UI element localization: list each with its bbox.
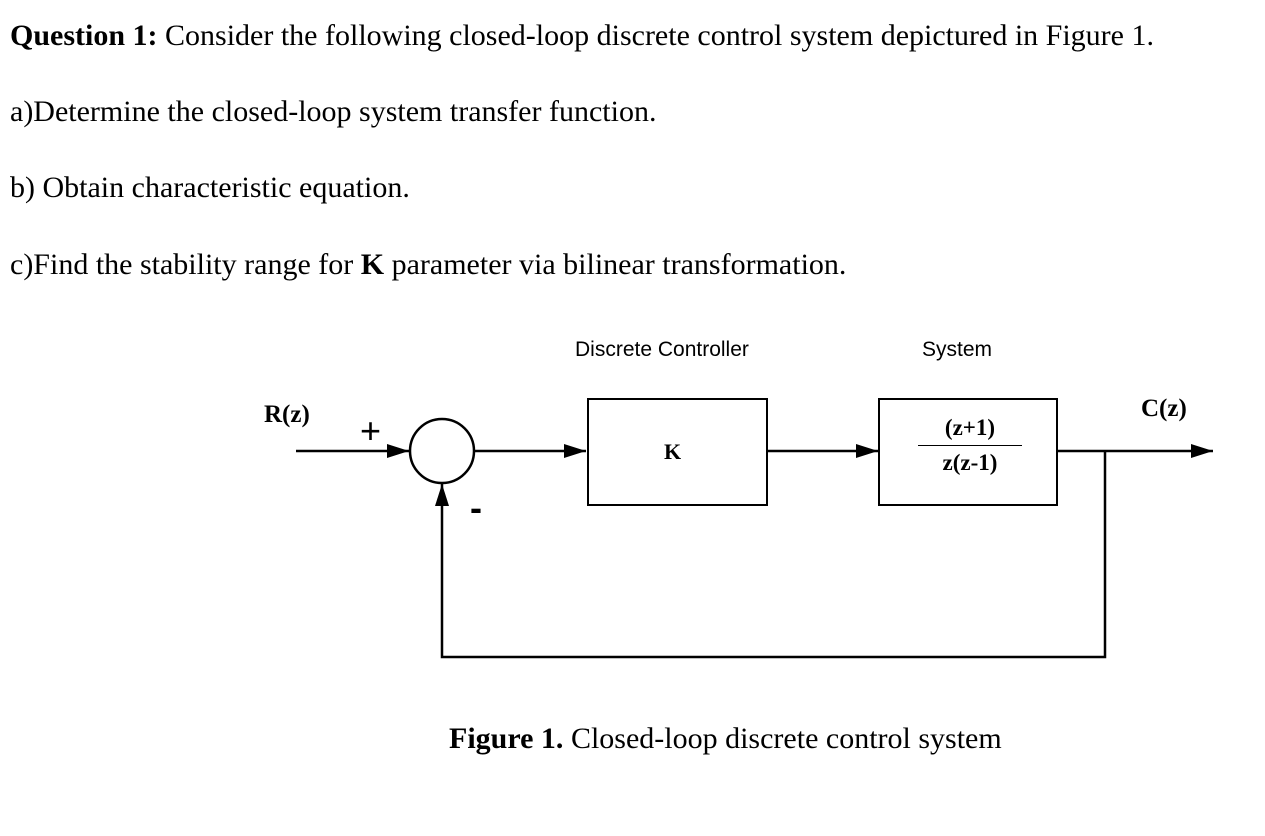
question-part-b: b) Obtain characteristic equation. xyxy=(10,171,410,204)
question-text: Consider the following closed-loop discr… xyxy=(157,19,1154,52)
plus-sign: + xyxy=(360,410,382,451)
question-part-a: a)Determine the closed-loop system trans… xyxy=(10,95,657,128)
part-c-k-param: K xyxy=(360,248,385,281)
controller-gain: K xyxy=(664,439,682,464)
minus-sign: - xyxy=(470,487,482,528)
input-label: R(z) xyxy=(264,401,310,428)
question-label: Question 1: xyxy=(10,19,158,52)
question-part-c: c)Find the stability range for K paramet… xyxy=(10,247,846,283)
part-c-prefix: c)Find the stability range for xyxy=(10,248,361,281)
controller-block xyxy=(587,398,768,506)
system-block xyxy=(878,398,1058,506)
summing-junction xyxy=(408,417,476,485)
figure-caption: Figure 1. Closed-loop discrete control s… xyxy=(449,721,1002,757)
figure-caption-label: Figure 1. xyxy=(449,722,564,755)
controller-title: Discrete Controller xyxy=(575,338,749,361)
system-transfer-function: (z+1) z(z-1) xyxy=(918,413,1022,478)
system-title: System xyxy=(922,338,993,361)
system-numerator: (z+1) xyxy=(918,413,1022,446)
figure-caption-text: Closed-loop discrete control system xyxy=(563,722,1002,755)
part-c-suffix: parameter via bilinear transformation. xyxy=(384,248,847,281)
feedback-path xyxy=(435,451,1107,659)
system-denominator: z(z-1) xyxy=(942,450,998,475)
output-label: C(z) xyxy=(1141,395,1187,422)
question-title: Question 1: Consider the following close… xyxy=(10,18,1154,54)
